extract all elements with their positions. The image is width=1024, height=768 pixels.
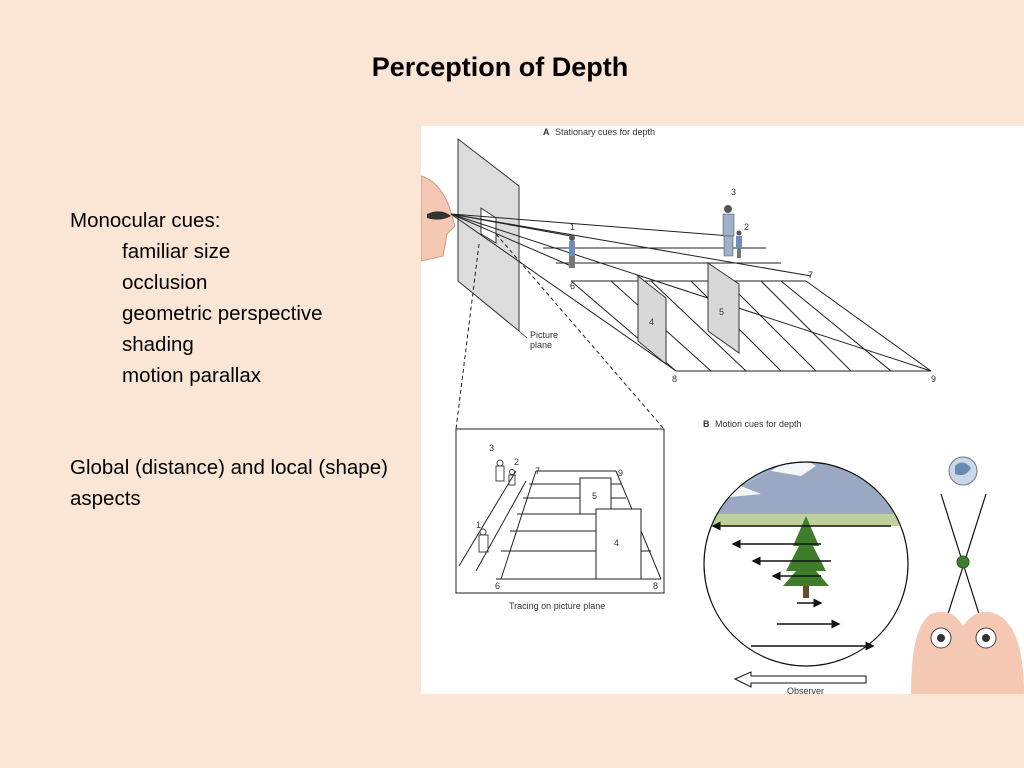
trace-num-6: 6	[495, 581, 500, 591]
slide-title: Perception of Depth	[0, 52, 1000, 83]
person-2-icon	[736, 231, 742, 259]
panel-a-letter: A	[543, 127, 550, 137]
cue-item: geometric perspective	[70, 298, 323, 329]
cue-item: occlusion	[70, 267, 323, 298]
num-5: 5	[719, 307, 724, 317]
person-3-icon	[723, 205, 734, 256]
num-9: 9	[931, 374, 936, 384]
depth-figure-svg: A Stationary cues for depth Picture plan…	[421, 126, 1024, 694]
num-8: 8	[672, 374, 677, 384]
cue-item: familiar size	[70, 236, 323, 267]
eye-face-icon	[421, 176, 455, 261]
lens-icon	[949, 457, 977, 485]
monocular-cues-heading: Monocular cues:	[70, 205, 323, 236]
panel-a-title: Stationary cues for depth	[555, 127, 655, 137]
num-4: 4	[649, 317, 654, 327]
global-local-text: Global (distance) and local (shape) aspe…	[70, 452, 430, 514]
monocular-cues-list: Monocular cues: familiar size occlusion …	[70, 205, 323, 391]
head-icon	[911, 612, 1024, 694]
observer-arrow	[735, 672, 866, 687]
cue-item: motion parallax	[70, 360, 323, 391]
num-2: 2	[744, 222, 749, 232]
sight-lines	[451, 214, 931, 371]
cue-item: shading	[70, 329, 323, 360]
picture-plane-label-1: Picture	[530, 330, 558, 340]
depth-cues-figure: A Stationary cues for depth Picture plan…	[421, 126, 1024, 694]
panel-b-title: Motion cues for depth	[715, 419, 802, 429]
trace-num-9: 9	[618, 468, 623, 478]
picture-plane-label-2: plane	[530, 340, 552, 350]
trace-num-2: 2	[514, 457, 519, 467]
num-7: 7	[808, 270, 813, 280]
num-1: 1	[570, 222, 575, 232]
trace-num-5: 5	[592, 491, 597, 501]
trace-num-3: 3	[489, 443, 494, 453]
observer-label: Observer	[787, 686, 824, 694]
trace-num-4: 4	[614, 538, 619, 548]
panel-b-letter: B	[703, 419, 710, 429]
num-6: 6	[570, 281, 575, 291]
trace-num-8: 8	[653, 581, 658, 591]
num-3: 3	[731, 187, 736, 197]
person-1-icon	[569, 235, 575, 268]
tracing-label: Tracing on picture plane	[509, 601, 605, 611]
trace-num-1: 1	[476, 520, 481, 530]
trace-num-7: 7	[535, 466, 540, 476]
fixation-point-icon	[957, 556, 969, 568]
